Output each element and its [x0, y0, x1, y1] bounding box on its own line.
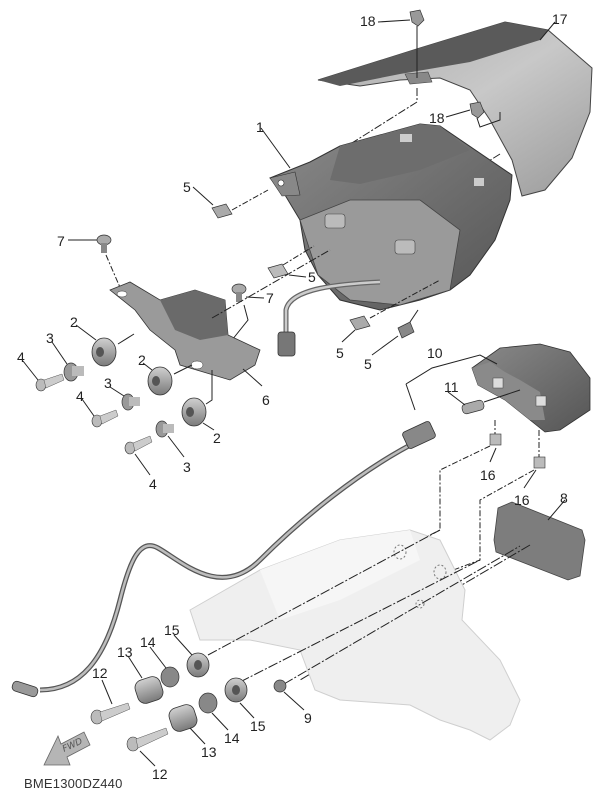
callout-5: 5 — [308, 269, 316, 285]
callout-18: 18 — [429, 110, 445, 126]
nut-clip-part-5-c — [341, 279, 441, 343]
callout-13: 13 — [117, 644, 133, 660]
bolt-part-4-a — [22, 360, 65, 392]
collar-part-3-a — [51, 341, 84, 382]
assembly-lines-bottom — [207, 529, 521, 685]
collar-part-3-b — [109, 386, 140, 411]
socket-cable — [11, 421, 436, 698]
tail-light-part-1 — [260, 123, 513, 311]
license-light-part-10 — [405, 343, 591, 433]
collar-part-3-c — [155, 420, 185, 458]
callout-4: 4 — [17, 349, 25, 365]
nut-part-9 — [273, 679, 305, 711]
callout-5: 5 — [336, 345, 344, 361]
callout-5: 5 — [364, 356, 372, 372]
nut-clip-part-16-b — [439, 430, 546, 576]
callout-12: 12 — [152, 766, 168, 782]
bolt-part-7-a — [68, 234, 123, 293]
callout-11: 11 — [444, 379, 459, 395]
bulb-part-11 — [447, 389, 521, 415]
bolt-part-7-b — [227, 283, 265, 346]
callout-15: 15 — [164, 622, 180, 638]
cover-part-17 — [317, 21, 593, 197]
rear-fender — [189, 529, 521, 741]
callout-6: 6 — [262, 392, 270, 408]
bolt-part-12-a — [90, 679, 131, 725]
callout-16: 16 — [480, 467, 496, 483]
callout-4: 4 — [76, 388, 84, 404]
callout-18: 18 — [360, 13, 376, 29]
callout-12: 12 — [92, 665, 108, 681]
callout-15: 15 — [250, 718, 266, 734]
diagram-code: BME1300DZ440 — [24, 776, 123, 791]
callout-17: 17 — [552, 11, 568, 27]
nut-clip-part-5-a — [192, 186, 269, 219]
rivet-part-18-top — [377, 9, 425, 78]
callout-3: 3 — [183, 459, 191, 475]
callout-2: 2 — [138, 352, 146, 368]
nut-clip-part-16-a — [419, 420, 502, 541]
damper-part-15-a — [173, 634, 210, 678]
callout-8: 8 — [560, 490, 568, 506]
bracket-part-6 — [109, 249, 331, 387]
callout-3: 3 — [104, 375, 112, 391]
damper-part-15-b — [224, 677, 255, 719]
grommet-part-2-b — [142, 362, 193, 396]
collar-part-14-a — [149, 646, 180, 688]
nut-clip-part-5-b — [267, 245, 315, 279]
callout-9: 9 — [304, 710, 312, 726]
rivet-part-18-side — [445, 101, 501, 128]
callout-4: 4 — [149, 476, 157, 492]
bolt-part-4-b — [81, 398, 119, 428]
callout-2: 2 — [70, 314, 78, 330]
bolt-part-4-c — [124, 435, 153, 476]
tail-light-wire — [277, 279, 381, 357]
callout-1: 1 — [256, 119, 264, 135]
grommet-part-2-a — [75, 324, 135, 367]
callout-14: 14 — [140, 634, 156, 650]
bolt-part-12-b — [126, 727, 169, 767]
callout-14: 14 — [224, 730, 240, 746]
callout-13: 13 — [201, 744, 217, 760]
forward-direction-arrow: FWD — [43, 731, 91, 766]
collar-part-14-b — [198, 692, 229, 731]
callout-16: 16 — [514, 492, 530, 508]
nut-part-5-d — [371, 309, 419, 356]
callout-2: 2 — [213, 430, 221, 446]
callout-3: 3 — [46, 330, 54, 346]
callout-7: 7 — [57, 233, 65, 249]
callout-5: 5 — [183, 179, 191, 195]
callout-7: 7 — [266, 290, 274, 306]
damper-part-13-b — [168, 704, 206, 745]
grommet-part-2-c — [181, 370, 215, 431]
damper-part-13-a — [127, 655, 164, 704]
callout-10: 10 — [427, 345, 443, 361]
